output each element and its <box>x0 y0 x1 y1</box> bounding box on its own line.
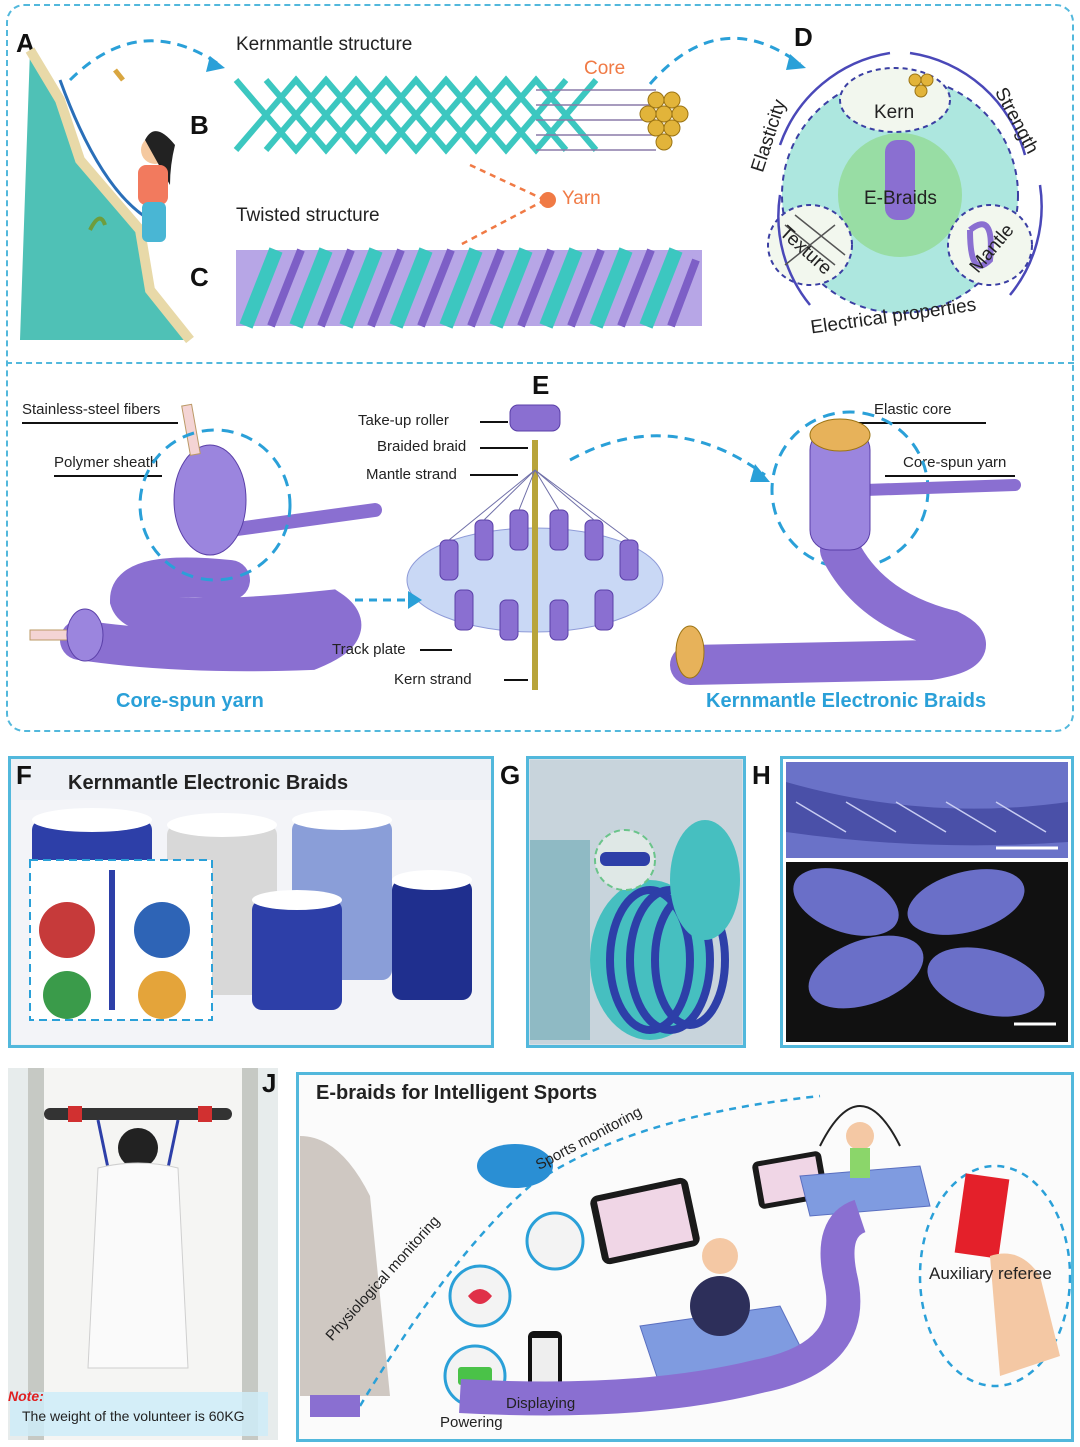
core-spun-yarn-title: Core-spun yarn <box>116 690 264 712</box>
panel-f-title: Kernmantle Electronic Braids <box>68 772 349 794</box>
mantle-strand-label: Mantle strand <box>366 466 457 483</box>
note-label: Note: <box>8 1388 44 1404</box>
arrow-b-to-d <box>648 36 806 85</box>
arrow-a-to-b <box>68 39 225 82</box>
kernmantle-rope <box>233 75 689 155</box>
elastic-core-leader <box>856 422 986 424</box>
panel-label-f: F <box>16 760 32 790</box>
twisted-structure-label: Twisted structure <box>236 205 380 226</box>
kernmantle-structure-label: Kernmantle structure <box>236 34 413 55</box>
yarn-pointer <box>459 163 556 247</box>
climber-illustration <box>20 47 194 344</box>
core-spun-yarn <box>29 403 382 672</box>
polymer-leader <box>54 475 162 477</box>
twisted-rope <box>236 247 702 329</box>
volunteer-photo <box>8 1068 278 1440</box>
elastic-core-label: Elastic core <box>874 401 952 418</box>
kern-label: Kern <box>874 102 915 123</box>
stainless-label: Stainless-steel fibers <box>22 401 161 418</box>
displaying-label: Displaying <box>506 1395 576 1412</box>
panel-j-title: E-braids for Intelligent Sports <box>316 1082 598 1104</box>
panel-label-h: H <box>752 760 771 790</box>
properties-wheel <box>767 51 1043 314</box>
kernmantle-braid <box>670 410 1021 685</box>
panel-label-g: G <box>500 760 521 790</box>
auxiliary-referee-label: Auxiliary referee <box>929 1264 1052 1283</box>
braiding-machine-photo <box>530 760 742 1044</box>
braiding-machine <box>406 404 664 690</box>
panel-label-d: D <box>794 22 813 52</box>
core-spun-leader <box>885 475 1015 477</box>
braid-spools-photo <box>12 800 490 1044</box>
yarn-label: Yarn <box>562 188 601 209</box>
core-label: Core <box>584 58 626 79</box>
polymer-label: Polymer sheath <box>54 454 159 471</box>
core-spun-label: Core-spun yarn <box>903 454 1007 471</box>
panel-label-b: B <box>190 110 209 140</box>
divider-line <box>6 362 1074 364</box>
stainless-leader <box>22 422 178 424</box>
braided-label: Braided braid <box>377 438 467 455</box>
intelligent-sports-scene <box>300 1094 1072 1417</box>
track-label: Track plate <box>332 641 406 658</box>
note-box <box>10 1392 268 1436</box>
top-frame <box>6 4 1074 732</box>
powering-label: Powering <box>440 1414 503 1431</box>
arrow-yarn-to-machine <box>355 591 422 609</box>
e-braids-label: E-Braids <box>864 188 937 209</box>
panel-label-e: E <box>532 370 550 400</box>
note-text: The weight of the volunteer is 60KG <box>22 1408 245 1424</box>
arrow-e-to-braid <box>569 434 770 482</box>
takeup-label: Take-up roller <box>358 412 449 429</box>
kern-strand-label: Kern strand <box>394 671 472 688</box>
panel-label-j: J <box>262 1068 277 1098</box>
sem-images <box>786 762 1068 1042</box>
kernmantle-braids-title: Kernmantle Electronic Braids <box>706 690 987 712</box>
panel-label-c: C <box>190 262 209 292</box>
